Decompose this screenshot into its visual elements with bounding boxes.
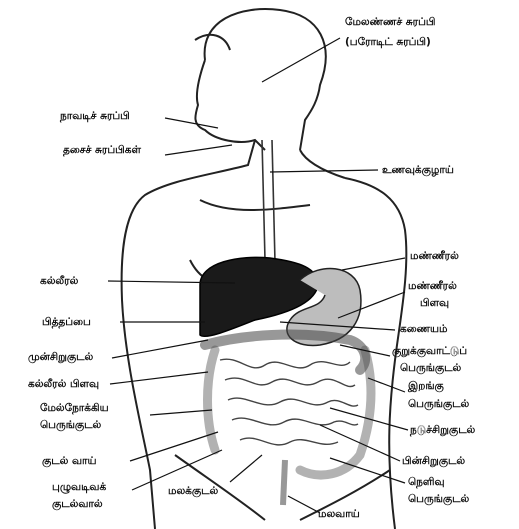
label-stomach: மண்ணீரல் xyxy=(410,250,459,262)
label-sigmoid-1: நெளிவு xyxy=(408,476,445,488)
esophagus-shape xyxy=(262,140,275,262)
label-duodenum: முன்சிறுகுடல் xyxy=(28,351,93,363)
label-gallbladder: பித்தப்பை xyxy=(42,316,91,328)
label-transverse-2: பெருங்குடல் xyxy=(400,362,461,374)
label-ascending-2: பெருங்குடல் xyxy=(40,419,101,431)
label-sublingual: நாவடிச் சுரப்பி xyxy=(60,110,130,122)
label-sigmoid-2: பெருங்குடல் xyxy=(408,493,469,505)
rectum-shape xyxy=(283,460,285,505)
label-pancreas: கணையம் xyxy=(400,323,447,335)
label-ascending-1: மேல்நோக்கிய xyxy=(40,402,109,414)
label-esophagus: உணவுக்குழாய் xyxy=(382,164,454,176)
label-parotid-1: மேலண்ணச் சுரப்பி xyxy=(345,16,435,28)
label-submandibular: தசைச் சுரப்பிகள் xyxy=(63,144,141,156)
label-hepatic-flexure: கல்லீரல் பிளவு xyxy=(28,378,99,390)
label-appendix-1: புழுவடிவக் xyxy=(52,481,106,493)
label-anus: மலவாய் xyxy=(318,508,360,520)
label-descending-1: இறங்கு xyxy=(408,380,444,392)
label-jejunum: நடுச்சிறுகுடல் xyxy=(410,424,475,436)
label-spleen-1: மண்ணீரல் xyxy=(408,280,457,292)
label-ileum: பின்சிறுகுடல் xyxy=(402,455,465,467)
label-rectum: மலக்குடல் xyxy=(168,485,218,497)
label-parotid-2: (பரோடிட் சுரப்பி) xyxy=(345,36,431,48)
label-cecum: குடல் வாய் xyxy=(42,455,97,467)
label-spleen-2: பிளவு xyxy=(420,297,449,309)
small-intestine-shape xyxy=(220,359,358,445)
label-descending-2: பெருங்குடல் xyxy=(408,398,469,410)
head-outline xyxy=(195,9,345,178)
label-liver: கல்லீரல் xyxy=(40,275,78,287)
label-appendix-2: குடல்வால் xyxy=(52,498,103,510)
label-transverse-1: குறுக்குவாட்டுப் xyxy=(392,345,467,357)
